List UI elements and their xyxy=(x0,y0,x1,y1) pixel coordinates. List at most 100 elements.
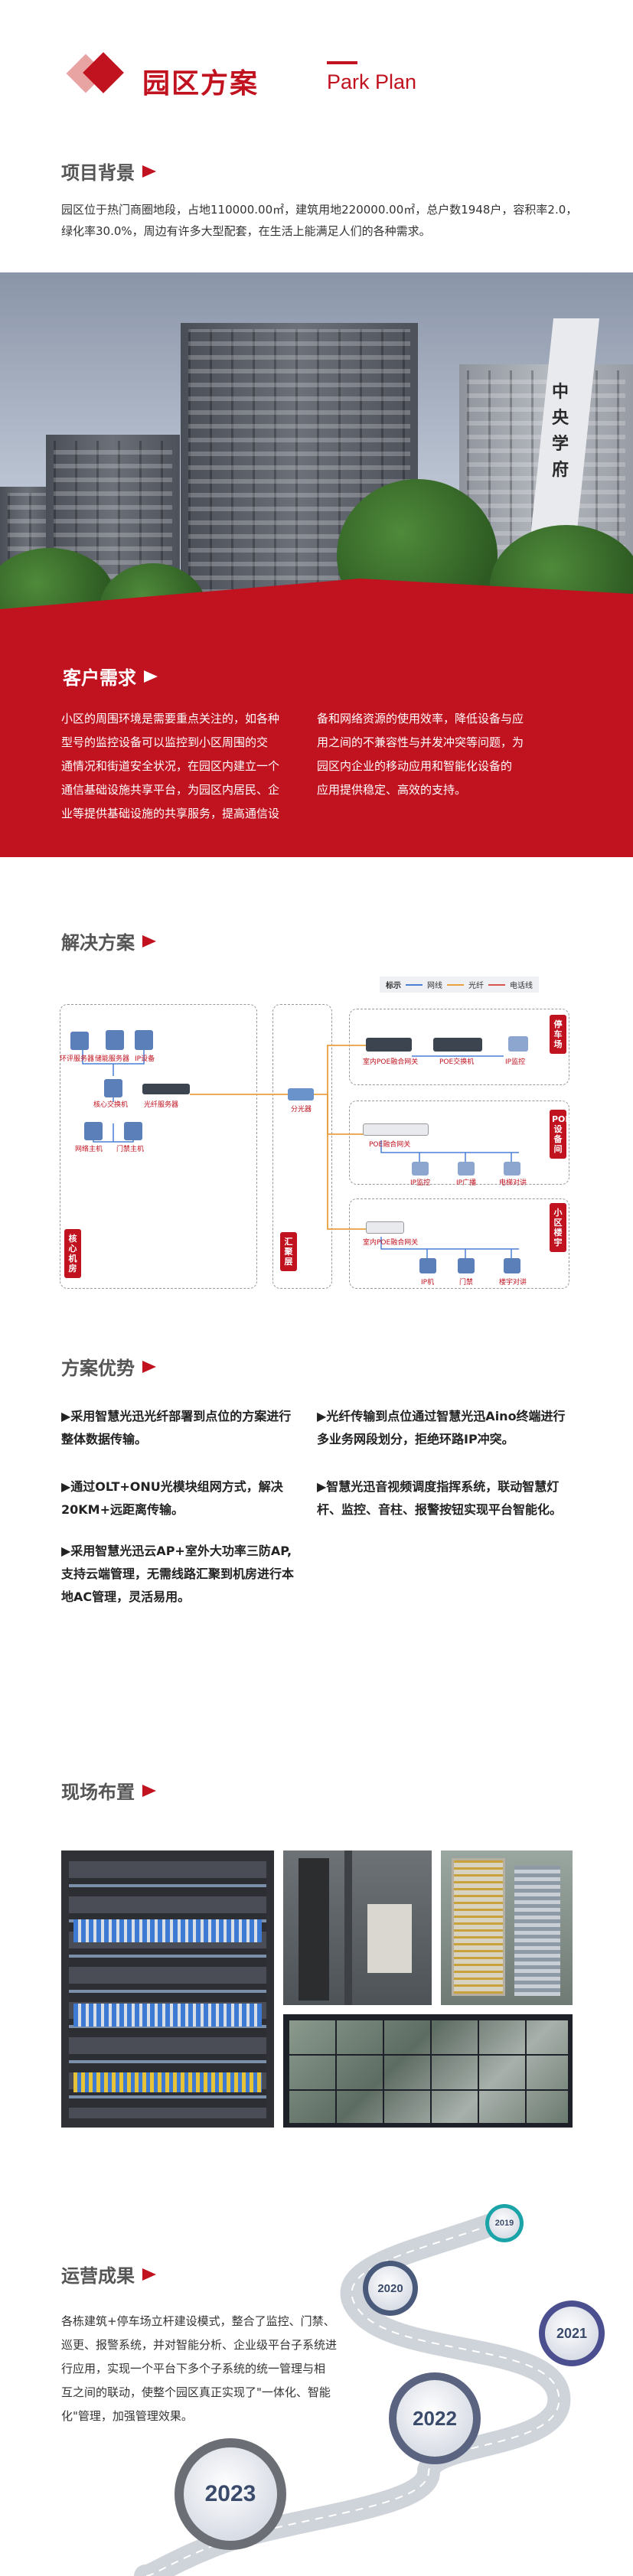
network-diagram: 标示 网线 光纤 电话线 核心机房 汇聚层 停车场 POE设备间 小区楼宇 环评… xyxy=(60,972,571,1293)
section-title-site: 现场布置 xyxy=(61,1777,156,1804)
needs-line: 备和网络资源的使用效率，降低设备与应 xyxy=(317,712,524,726)
intercom-icon xyxy=(504,1258,520,1273)
legend-label: 标示 xyxy=(386,982,401,990)
results-line: 互之间的联动，使整个园区真正实现了"一体化、智能 xyxy=(61,2385,331,2399)
device-label: 电梯对讲 xyxy=(499,1179,527,1187)
needs-line: 小区的周围环境是需要重点关注的，如各种 xyxy=(61,712,280,726)
core-room-box xyxy=(60,1004,257,1289)
results-line: 行应用，实现一个平台下多个子系统的统一管理与相 xyxy=(61,2362,326,2375)
arrow-right-icon xyxy=(144,670,158,683)
monitoring-wall-photo xyxy=(283,2014,573,2128)
core-room-label: 核心机房 xyxy=(64,1229,81,1278)
legend-swatch xyxy=(406,983,423,986)
section-title-text: 现场布置 xyxy=(61,1782,135,1803)
advantage-item: ▶采用智慧光迅光纤部署到点位的方案进行 整体数据传输。 xyxy=(61,1405,314,1451)
park-plan-logo xyxy=(61,52,130,101)
advantage-line: ▶采用智慧光迅云AP+室外大功率三防AP, xyxy=(61,1544,292,1558)
diagram-connections xyxy=(82,1045,519,1258)
device-label: 核心交换机 xyxy=(93,1101,129,1109)
advantage-line: 多业务网段划分，拒绝环路IP冲突。 xyxy=(317,1432,514,1446)
advantage-item: ▶通过OLT+ONU光模块组网方式，解决 20KM+远距离传输。 xyxy=(61,1475,314,1521)
results-line: 各栋建筑+停车场立杆建设模式，整合了监控、门禁、 xyxy=(61,2314,335,2328)
results-line: 巡更、报警系统，并对智能分析、企业级平台子系统进 xyxy=(61,2338,338,2352)
poe-switch-icon xyxy=(433,1038,482,1052)
section-title-background: 项目背景 xyxy=(61,158,156,184)
arrow-right-icon xyxy=(142,1784,156,1797)
building-sign: 中央学府 xyxy=(551,383,569,480)
zone-box-poe xyxy=(349,1101,569,1185)
hero-image: 中央学府 xyxy=(0,272,633,857)
fiber-server-icon xyxy=(142,1084,190,1094)
device-label: IP监控 xyxy=(505,1058,526,1066)
section-title-text: 客户需求 xyxy=(63,667,136,689)
device-label: 网络主机 xyxy=(75,1146,103,1153)
device-label: 门禁 xyxy=(459,1279,474,1286)
section-title-results: 运营成果 xyxy=(61,2261,156,2287)
advantage-line: 地AC管理，灵活易用。 xyxy=(61,1590,191,1604)
needs-line: 型号的监控设备可以监控到小区周围的交 xyxy=(61,735,269,749)
page-title: 园区方案 xyxy=(142,68,259,99)
phone-icon xyxy=(419,1258,436,1273)
background-line: 绿化率30.0%，周边有许多大型配套，在生活上能满足人们的各种需求。 xyxy=(61,224,431,238)
camera-icon xyxy=(412,1162,429,1176)
rack-photo xyxy=(61,1850,274,2128)
door-icon xyxy=(458,1258,475,1273)
results-text: 各栋建筑+停车场立杆建设模式，整合了监控、门禁、 巡更、报警系统，并对智能分析、… xyxy=(61,2310,367,2428)
server-icon xyxy=(70,1032,89,1050)
arrow-right-icon xyxy=(142,165,156,178)
network-host-icon xyxy=(84,1122,103,1140)
section-title-text: 运营成果 xyxy=(61,2265,135,2287)
legend-item: 电话线 xyxy=(510,982,533,990)
device-label: IP广播 xyxy=(456,1179,477,1187)
poe-gateway-icon xyxy=(366,1221,404,1234)
core-switch-icon xyxy=(104,1079,122,1097)
year-badge-2022: 2022 xyxy=(396,2380,473,2457)
device-label: 室内POE融合网关 xyxy=(363,1058,419,1066)
advantage-line: ▶光纤传输到点位通过智慧光迅Aino终端进行 xyxy=(317,1409,566,1423)
zone-box-parking xyxy=(349,1009,569,1085)
splitter-icon xyxy=(288,1088,314,1101)
device-label: POE融合网关 xyxy=(369,1141,411,1149)
ip-device-icon xyxy=(135,1030,153,1050)
year-badge-2019: 2019 xyxy=(489,2208,520,2239)
poe-gateway-icon xyxy=(363,1123,429,1136)
intercom-icon xyxy=(504,1162,520,1176)
section-title-solution: 解决方案 xyxy=(61,928,156,954)
device-label: IP监控 xyxy=(410,1179,431,1187)
year-badge-2023: 2023 xyxy=(184,2447,277,2541)
device-label: IP机 xyxy=(421,1279,435,1286)
legend-swatch xyxy=(447,983,464,986)
access-control-host-icon xyxy=(124,1122,142,1140)
camera-icon xyxy=(508,1036,528,1052)
advantage-line: 20KM+远距离传输。 xyxy=(61,1502,184,1517)
section-title-text: 解决方案 xyxy=(61,932,135,954)
section-title-advantages: 方案优势 xyxy=(61,1353,156,1380)
needs-line: 业等提供基础设施的共享服务，提高通信设 xyxy=(61,807,280,820)
legend-swatch xyxy=(488,983,505,986)
arrow-right-icon xyxy=(142,2268,156,2281)
zone-label: 小区楼宇 xyxy=(550,1203,566,1252)
advantage-item: ▶智慧光迅音视频调度指挥系统，联动智慧灯 杆、监控、音柱、报警按钮实现平台智能化… xyxy=(317,1475,585,1521)
needs-text-left: 小区的周围环境是需要重点关注的，如各种 型号的监控设备可以监控到小区周围的交 通… xyxy=(61,707,308,826)
device-label: 分光器 xyxy=(291,1106,312,1114)
server-icon xyxy=(106,1030,124,1050)
zone-box-building xyxy=(349,1198,569,1289)
needs-red-panel xyxy=(0,579,633,857)
background-text: 园区位于热门商圈地段，占地110000.00㎡，建筑用地220000.00㎡，总… xyxy=(61,199,582,242)
section-title-text: 项目背景 xyxy=(61,162,135,184)
diagram-legend: 标示 网线 光纤 电话线 xyxy=(380,977,539,993)
year-badge-2021: 2021 xyxy=(545,2307,599,2360)
needs-line: 园区内企业的移动应用和智能化设备的 xyxy=(317,759,513,773)
page-subtitle: Park Plan xyxy=(327,70,417,93)
aggregation-label: 汇聚层 xyxy=(280,1232,297,1271)
zone-label: 停车场 xyxy=(550,1015,566,1054)
advantage-line: ▶智慧光迅音视频调度指挥系统，联动智慧灯 xyxy=(317,1479,560,1494)
device-label: IP设备 xyxy=(135,1055,155,1063)
distribution-box-photo xyxy=(441,1850,573,2005)
device-label: 楼宇对讲 xyxy=(499,1279,527,1286)
needs-text-right: 备和网络资源的使用效率，降低设备与应 用之间的不兼容性与并发冲突等问题，为 园区… xyxy=(317,707,563,802)
cabinet-photo xyxy=(283,1850,432,2005)
poe-gateway-icon xyxy=(366,1038,412,1052)
needs-line: 通信基础设施共享平台，为园区内居民、企 xyxy=(61,783,280,797)
device-label: 储能服务器 xyxy=(95,1055,130,1063)
